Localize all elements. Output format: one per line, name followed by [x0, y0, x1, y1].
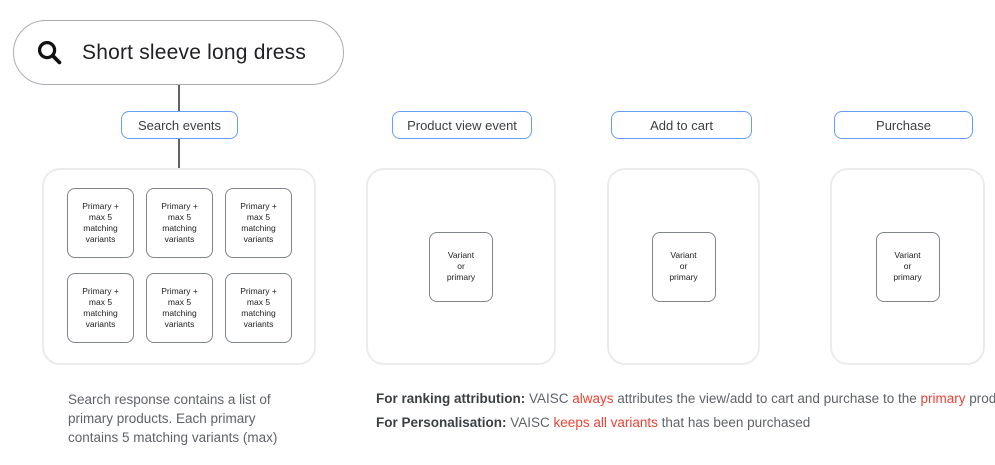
product-view-container: Variant or primary	[366, 168, 556, 365]
label-search-events: Search events	[121, 111, 238, 139]
primary-variants-box: Primary + max 5 matching variants	[146, 188, 213, 258]
primary-variants-box: Primary + max 5 matching variants	[67, 273, 134, 343]
personalisation-note: For Personalisation: VAISC keeps all var…	[376, 415, 811, 430]
attribution-notes: For ranking attribution: VAISC always at…	[376, 391, 995, 439]
primary-variants-box: Primary + max 5 matching variants	[225, 188, 292, 258]
primary-variants-box: Primary + max 5 matching variants	[225, 273, 292, 343]
search-input[interactable]: Short sleeve long dress	[13, 20, 344, 85]
variant-or-primary-box: Variant or primary	[429, 231, 493, 302]
label-purchase: Purchase	[834, 111, 973, 139]
primary-variants-grid: Primary + max 5 matching variants Primar…	[44, 170, 314, 343]
search-response-note: Search response contains a list of prima…	[68, 392, 278, 445]
primary-variants-box: Primary + max 5 matching variants	[67, 188, 134, 258]
variant-or-primary-box: Variant or primary	[651, 231, 716, 302]
search-events-container: Primary + max 5 matching variants Primar…	[42, 168, 316, 365]
purchase-container: Variant or primary	[830, 168, 985, 365]
search-icon	[35, 38, 64, 67]
add-to-cart-container: Variant or primary	[607, 168, 760, 365]
ranking-attribution-note: For ranking attribution: VAISC always at…	[376, 391, 995, 406]
label-add-to-cart: Add to cart	[611, 111, 752, 139]
label-product-view-event: Product view event	[392, 111, 532, 139]
primary-variants-box: Primary + max 5 matching variants	[146, 273, 213, 343]
variant-or-primary-box: Variant or primary	[875, 231, 940, 302]
search-query-text: Short sleeve long dress	[82, 40, 307, 64]
